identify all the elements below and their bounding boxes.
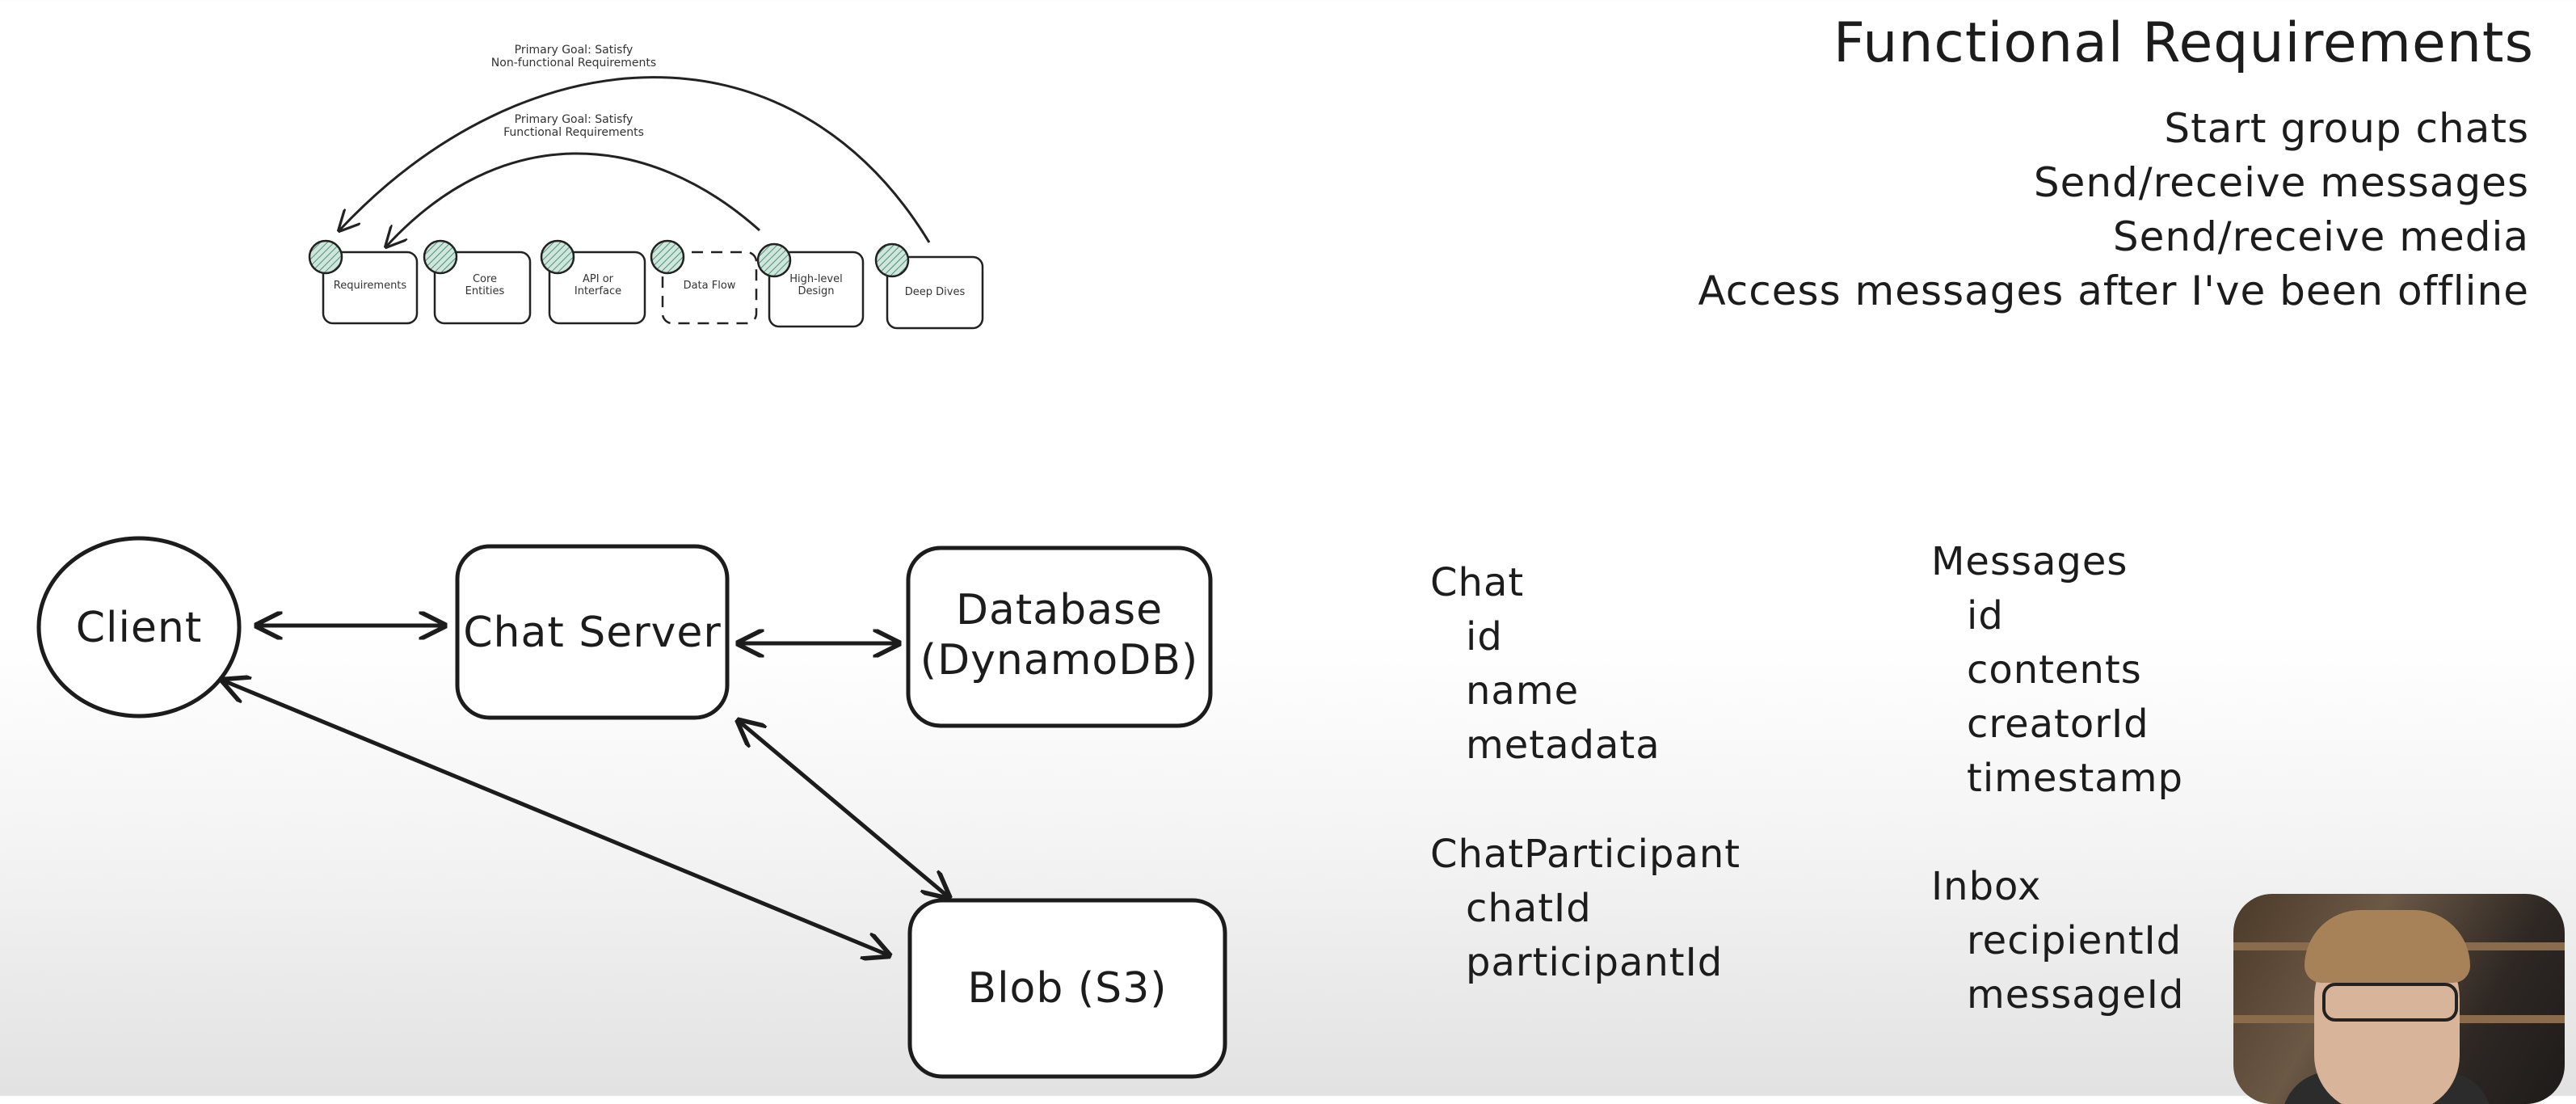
blob-node xyxy=(907,898,1227,1079)
step-label-requirements: Requirements xyxy=(333,280,407,292)
chatserver-blob-arrow xyxy=(739,721,949,897)
entity-field: name xyxy=(1466,668,1580,714)
arc-functional-arrow xyxy=(386,152,760,247)
step-marker-2 xyxy=(423,239,458,275)
step-marker-1 xyxy=(308,239,343,275)
requirement-item: Send/receive messages xyxy=(2033,159,2529,206)
database-node xyxy=(906,546,1213,728)
chat-server-label: Chat Server xyxy=(463,609,722,657)
entity-chat: Chat id name metadata xyxy=(1430,556,1661,773)
entity-field: creatorId xyxy=(1967,702,2149,747)
goal-nonfunctional-line1: Primary Goal: Satisfy xyxy=(514,44,633,57)
step-label-high-level: High-level Design xyxy=(789,273,843,297)
requirements-list: Start group chats Send/receive messages … xyxy=(1698,102,2529,318)
goal-functional-label: Primary Goal: Satisfy Functional Require… xyxy=(493,113,655,139)
goal-nonfunctional-line2: Non-functional Requirements xyxy=(490,57,657,70)
step-box-core-entities xyxy=(433,251,532,325)
entity-field: metadata xyxy=(1466,723,1661,768)
step-label-api: API or Interface xyxy=(574,273,622,297)
goal-nonfunctional-label: Primary Goal: Satisfy Non-functional Req… xyxy=(485,44,663,70)
entity-field: recipientId xyxy=(1967,918,2182,963)
entity-field: timestamp xyxy=(1967,756,2183,801)
entity-field: messageId xyxy=(1967,972,2185,1018)
entity-field: id xyxy=(1967,593,2004,638)
step-box-deep-dives xyxy=(886,255,984,330)
requirement-item: Send/receive media xyxy=(2112,213,2529,260)
step-label-deep-dives: Deep Dives xyxy=(904,286,966,298)
step-box-api xyxy=(548,251,646,325)
entity-field: id xyxy=(1466,614,1503,659)
presenter-webcam xyxy=(2233,894,2565,1104)
entity-field: contents xyxy=(1967,647,2142,693)
entity-name: Inbox xyxy=(1931,864,2042,909)
database-label: Database (DynamoDB) xyxy=(908,585,1210,685)
step-box-high-level xyxy=(768,251,865,328)
presenter-glasses xyxy=(2322,983,2458,1022)
step-box-data-flow xyxy=(661,251,758,325)
presenter-hair xyxy=(2305,910,2470,983)
entity-name: Chat xyxy=(1430,560,1525,605)
entity-inbox: Inbox recipientId messageId xyxy=(1931,860,2184,1022)
goal-functional-line1: Primary Goal: Satisfy xyxy=(514,113,633,126)
step-marker-4 xyxy=(650,239,685,275)
step-label-data-flow: Data Flow xyxy=(683,280,736,292)
arc-nonfunctional-arrow xyxy=(339,76,931,243)
client-blob-arrow xyxy=(223,681,889,955)
entity-name: ChatParticipant xyxy=(1430,832,1741,877)
database-label-line2: (DynamoDB) xyxy=(920,636,1199,685)
requirement-item: Start group chats xyxy=(2164,105,2529,152)
step-marker-3 xyxy=(540,239,575,275)
entity-name: Messages xyxy=(1931,539,2128,584)
step-label-core-entities: Core Entities xyxy=(465,273,505,297)
entity-chat-participant: ChatParticipant chatId participantId xyxy=(1430,828,1740,990)
step-box-requirements xyxy=(322,251,419,325)
step-marker-5 xyxy=(756,242,792,278)
entity-messages: Messages id contents creatorId timestamp xyxy=(1931,535,2183,806)
entity-field: participantId xyxy=(1466,940,1724,985)
blob-label: Blob (S3) xyxy=(967,964,1168,1013)
database-label-line1: Database xyxy=(955,586,1164,634)
entity-field: chatId xyxy=(1466,886,1592,931)
client-node xyxy=(36,536,242,718)
goal-functional-line2: Functional Requirements xyxy=(503,126,644,139)
requirement-item: Access messages after I've been offline xyxy=(1698,268,2529,314)
requirements-title: Functional Requirements xyxy=(1833,11,2534,75)
step-marker-6 xyxy=(874,242,910,278)
client-label: Client xyxy=(75,604,203,652)
